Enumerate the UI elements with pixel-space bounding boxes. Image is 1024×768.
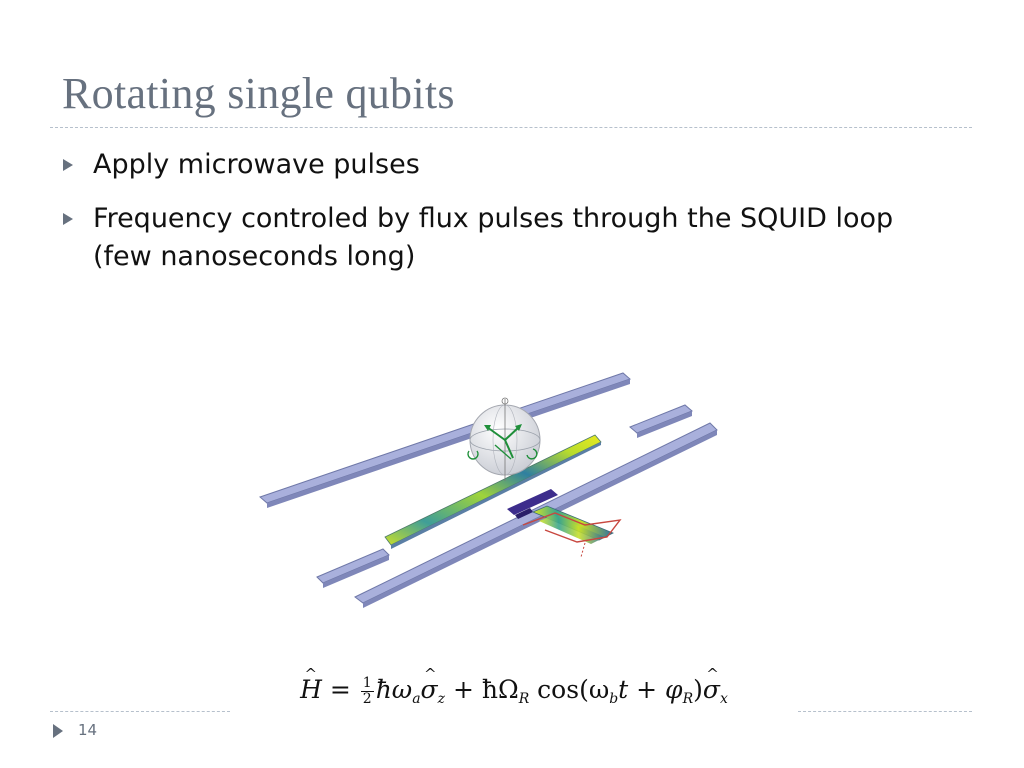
bullet-arrow-icon bbox=[63, 159, 73, 171]
ground-segment-bottom-left bbox=[316, 548, 390, 588]
formula-subscript: x bbox=[719, 691, 728, 707]
formula-subscript: R bbox=[682, 691, 694, 707]
qubit-chip-illustration bbox=[259, 372, 718, 608]
title-divider bbox=[50, 127, 972, 128]
footer-divider-right bbox=[798, 711, 972, 712]
ground-segment-top-right bbox=[629, 404, 693, 438]
fraction-denominator: 2 bbox=[362, 691, 372, 707]
formula-part: = bbox=[321, 675, 359, 704]
page-number: 14 bbox=[78, 721, 98, 739]
ground-strip-top bbox=[259, 372, 631, 508]
formula-symbol: H bbox=[300, 648, 322, 716]
fraction-numerator: 1 bbox=[360, 675, 374, 692]
formula-subscript: a bbox=[412, 691, 421, 707]
formula-symbol: σ bbox=[703, 648, 720, 716]
bullet-text: Frequency controled by flux pulses throu… bbox=[93, 203, 894, 272]
formula-part: + ħΩ bbox=[445, 675, 519, 704]
hamiltonian-formula: H = 12ħωaσz + ħΩR cos(ωbt + φR)σx bbox=[232, 648, 796, 716]
flux-bias-loop bbox=[522, 512, 622, 558]
bullet-arrow-icon bbox=[63, 213, 73, 225]
qubit-island bbox=[531, 505, 614, 544]
footer-divider-left bbox=[50, 711, 230, 712]
footer-arrow-icon bbox=[53, 724, 63, 738]
formula-part: ) bbox=[693, 675, 703, 704]
formula-part: t + φ bbox=[618, 675, 683, 704]
bloch-sphere-icon bbox=[467, 397, 541, 481]
squid-element bbox=[507, 489, 558, 519]
formula-symbol: σ bbox=[421, 648, 438, 716]
formula-subscript: b bbox=[609, 691, 619, 707]
formula-subscript: R bbox=[518, 691, 530, 707]
formula-part: ħω bbox=[375, 675, 413, 704]
formula-part: cos(ω bbox=[529, 675, 610, 704]
slide-title: Rotating single qubits bbox=[62, 69, 455, 118]
bullet-text: Apply microwave pulses bbox=[93, 149, 420, 180]
formula-subscript: z bbox=[437, 691, 446, 707]
